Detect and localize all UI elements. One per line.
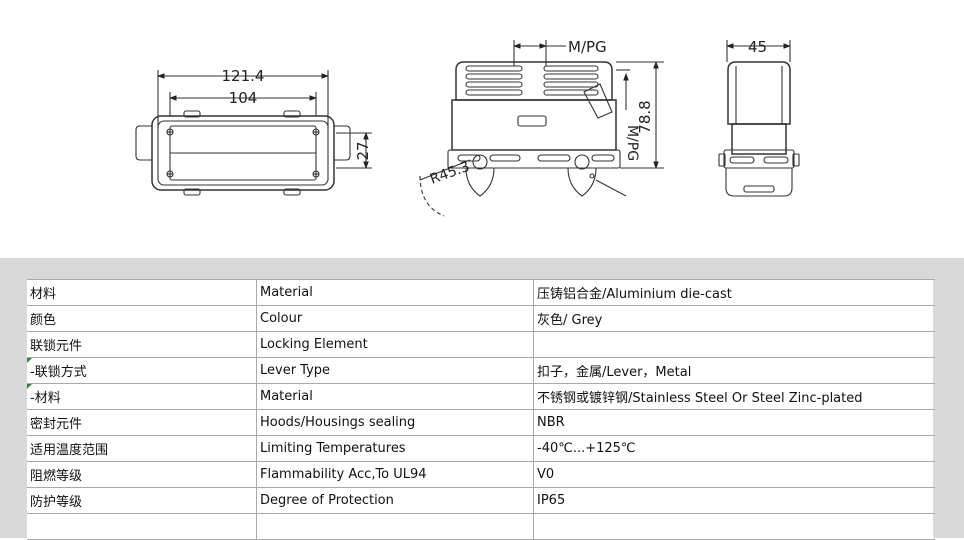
cell-zh: 适用温度范围 bbox=[27, 435, 257, 462]
cell-en bbox=[256, 513, 534, 540]
spec-table: 材料 Material 压铸铝合金/Aluminium die-cast 颜色 … bbox=[27, 279, 935, 540]
side-view bbox=[419, 40, 664, 217]
cell-en: Material bbox=[256, 383, 534, 410]
drawing-svg: 121.4 104 27 bbox=[135, 38, 800, 217]
dim-end-width: 45 bbox=[748, 38, 767, 56]
cell-en: Limiting Temperatures bbox=[256, 435, 534, 462]
dim-side-height: 78.8 bbox=[636, 100, 654, 133]
technical-drawing: 121.4 104 27 bbox=[0, 0, 964, 258]
cell-value: 不锈钢或镀锌钢/Stainless Steel Or Steel Zinc-pl… bbox=[533, 383, 935, 410]
table-row: 密封元件 Hoods/Housings sealing NBR bbox=[27, 409, 935, 436]
table-row: 材料 Material 压铸铝合金/Aluminium die-cast bbox=[27, 279, 935, 306]
table-row: -联锁方式 Lever Type 扣子，金属/Lever，Metal bbox=[27, 357, 935, 384]
cell-zh: 密封元件 bbox=[27, 409, 257, 436]
table-row bbox=[27, 513, 935, 540]
cell-zh: 阻燃等级 bbox=[27, 461, 257, 488]
table-row: 适用温度范围 Limiting Temperatures -40℃...+125… bbox=[27, 435, 935, 462]
cell-zh-text: -材料 bbox=[30, 391, 61, 406]
cell-zh: 颜色 bbox=[27, 305, 257, 332]
cell-zh: -联锁方式 bbox=[27, 357, 257, 384]
cell-zh: 联锁元件 bbox=[27, 331, 257, 358]
cell-value: 扣子，金属/Lever，Metal bbox=[533, 357, 935, 384]
cell-en: Colour bbox=[256, 305, 534, 332]
cell-zh: -材料 bbox=[27, 383, 257, 410]
cell-en: Material bbox=[256, 279, 534, 306]
cell-zh-text: -联锁方式 bbox=[30, 365, 87, 380]
dim-front-height: 27 bbox=[354, 141, 372, 160]
table-row: 防护等级 Degree of Protection IP65 bbox=[27, 487, 935, 514]
dim-radius: R45.3 bbox=[428, 159, 472, 188]
cell-value: 灰色/ Grey bbox=[533, 305, 935, 332]
table-row: 阻燃等级 Flammability Acc,To UL94 V0 bbox=[27, 461, 935, 488]
dim-entry-vertical: M/PG bbox=[624, 125, 640, 161]
cell-zh: 材料 bbox=[27, 279, 257, 306]
cell-value bbox=[533, 331, 935, 358]
cell-zh bbox=[27, 513, 257, 540]
dim-overall-length: 121.4 bbox=[222, 67, 265, 85]
table-row: 颜色 Colour 灰色/ Grey bbox=[27, 305, 935, 332]
cell-en: Hoods/Housings sealing bbox=[256, 409, 534, 436]
cell-value bbox=[533, 513, 935, 540]
comment-marker bbox=[27, 384, 32, 389]
cell-value: 压铸铝合金/Aluminium die-cast bbox=[533, 279, 935, 306]
cell-en: Flammability Acc,To UL94 bbox=[256, 461, 534, 488]
cell-zh: 防护等级 bbox=[27, 487, 257, 514]
cell-value: -40℃...+125℃ bbox=[533, 435, 935, 462]
cell-en: Lever Type bbox=[256, 357, 534, 384]
cell-value: V0 bbox=[533, 461, 935, 488]
table-row: 联锁元件 Locking Element bbox=[27, 331, 935, 358]
comment-marker bbox=[27, 358, 32, 363]
spec-sheet: 材料 Material 压铸铝合金/Aluminium die-cast 颜色 … bbox=[27, 279, 935, 540]
dim-entry-thread: M/PG bbox=[568, 38, 607, 56]
cell-value: IP65 bbox=[533, 487, 935, 514]
table-row: -材料 Material 不锈钢或镀锌钢/Stainless Steel Or … bbox=[27, 383, 935, 410]
cell-en: Locking Element bbox=[256, 331, 534, 358]
cell-en: Degree of Protection bbox=[256, 487, 534, 514]
dim-inner-length: 104 bbox=[229, 89, 258, 107]
cell-value: NBR bbox=[533, 409, 935, 436]
front-view bbox=[135, 70, 372, 196]
end-view bbox=[718, 40, 800, 197]
